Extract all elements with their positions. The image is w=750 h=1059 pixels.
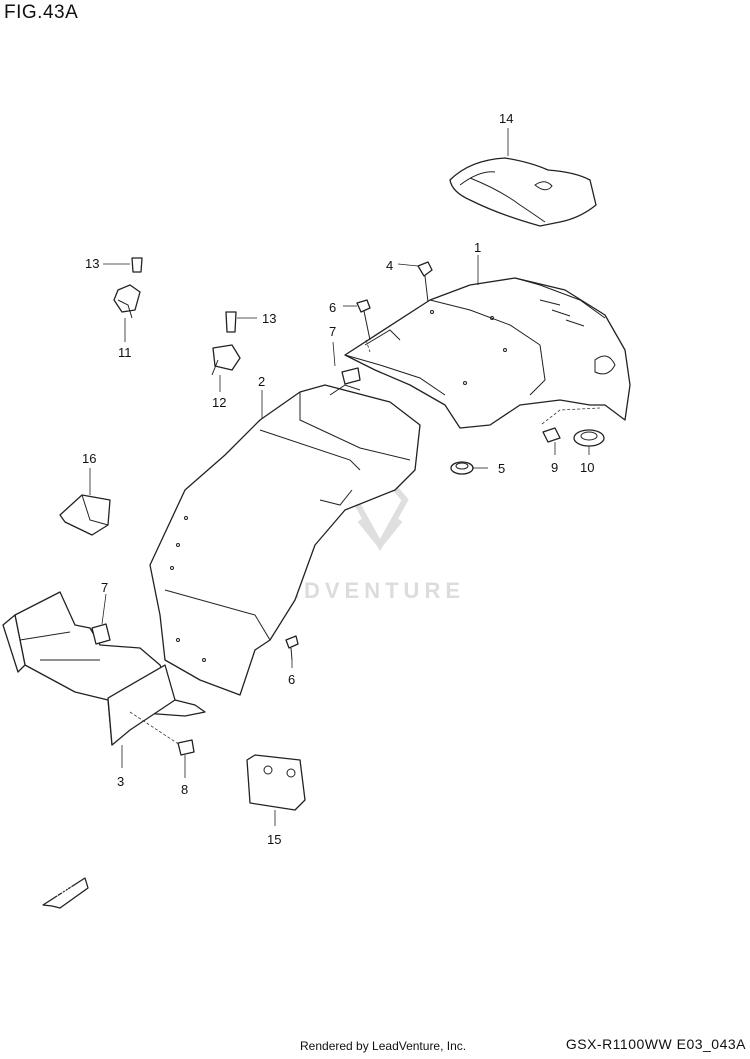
callout-7a: 7	[329, 324, 336, 339]
part-15-reflector[interactable]	[246, 754, 306, 811]
callout-16: 16	[82, 451, 96, 466]
callout-15: 15	[267, 832, 281, 847]
callout-7b: 7	[101, 580, 108, 595]
part-6-bolt-upper[interactable]	[356, 299, 371, 341]
part-14-cover[interactable]	[449, 157, 597, 227]
part-2-fender-extension[interactable]	[149, 384, 421, 696]
footer-credit: Rendered by LeadVenture, Inc.	[300, 1039, 467, 1053]
part-4-bolt[interactable]	[417, 261, 433, 303]
part-3-license-bracket[interactable]	[2, 591, 206, 746]
part-12-bracket[interactable]	[211, 311, 241, 376]
callout-3: 3	[117, 774, 124, 789]
callouts: 1 2 3 4 5 6 6 7 7 8 9 10 11 12 13 13 14 …	[82, 111, 594, 847]
part-9-nut[interactable]	[542, 427, 561, 443]
part-5-grommet[interactable]	[450, 461, 474, 475]
callout-12: 12	[212, 395, 226, 410]
part-7-nut-lower[interactable]	[91, 623, 111, 645]
callout-13a: 13	[85, 256, 99, 271]
part-1-rear-fender[interactable]	[344, 277, 631, 429]
footer-code: GSX-R1100WW E03_043A	[565, 1036, 746, 1052]
fwd-arrow-icon: FWD	[42, 877, 89, 909]
part-6-bolt-lower[interactable]	[285, 635, 299, 661]
part-16-bracket[interactable]	[59, 494, 111, 536]
callout-11: 11	[118, 345, 132, 360]
callout-8: 8	[181, 782, 188, 797]
callout-2: 2	[258, 374, 265, 389]
callout-9: 9	[551, 460, 558, 475]
callout-6b: 6	[288, 672, 295, 687]
part-10-cushion[interactable]	[573, 429, 605, 447]
callout-4: 4	[386, 258, 393, 273]
part-11-bracket[interactable]	[113, 257, 143, 319]
figure-title: FIG.43A	[4, 2, 79, 23]
callout-14: 14	[499, 111, 513, 126]
callout-1: 1	[474, 240, 481, 255]
callout-10: 10	[580, 460, 594, 475]
callout-6a: 6	[329, 300, 336, 315]
leader-lines	[89, 128, 601, 826]
part-7-nut-upper[interactable]	[341, 367, 361, 385]
part-8-bolt[interactable]	[177, 739, 195, 756]
callout-13b: 13	[262, 311, 276, 326]
callout-5: 5	[498, 461, 505, 476]
